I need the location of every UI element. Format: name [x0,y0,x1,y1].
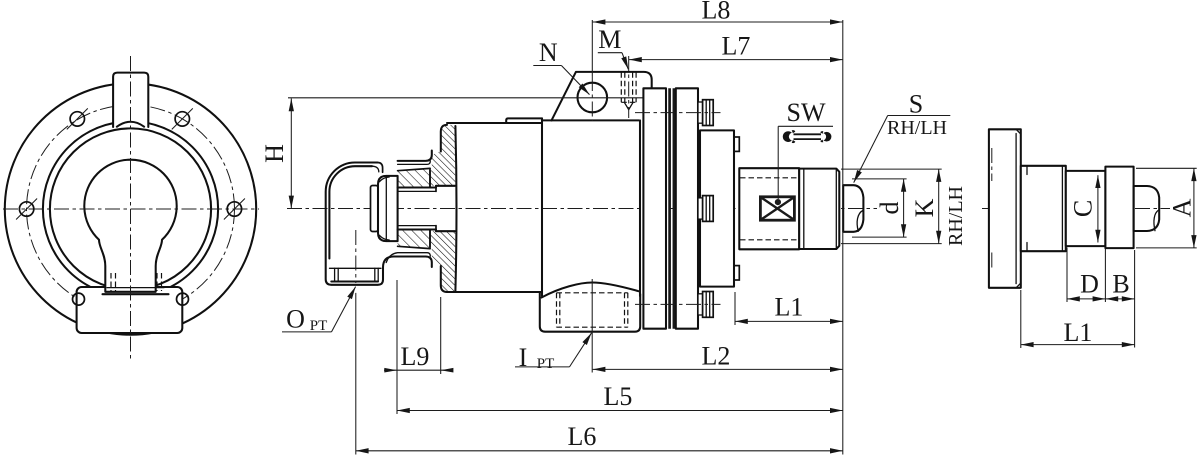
svg-text:RH/LH: RH/LH [945,186,967,246]
svg-text:L2: L2 [702,342,731,371]
svg-text:I: I [519,343,528,372]
svg-text:K: K [910,198,939,217]
svg-text:L1: L1 [1064,318,1093,347]
svg-text:A: A [1168,198,1197,217]
svg-text:d: d [875,202,904,215]
svg-text:M: M [598,25,621,54]
svg-text:L7: L7 [722,32,751,61]
svg-text:S: S [909,90,923,119]
svg-text:RH/LH: RH/LH [887,117,947,139]
svg-text:PT: PT [310,318,328,334]
svg-text:O: O [286,305,305,334]
svg-text:SW: SW [787,98,826,127]
svg-text:N: N [539,38,558,67]
svg-text:C: C [1069,200,1098,217]
svg-text:L5: L5 [604,382,633,411]
svg-text:L9: L9 [401,342,430,371]
svg-text:H: H [260,144,289,163]
svg-text:D: D [1080,270,1099,299]
svg-text:L6: L6 [568,422,597,451]
svg-text:L1: L1 [775,292,804,321]
svg-text:L8: L8 [702,0,731,25]
svg-text:B: B [1112,270,1129,299]
svg-text:PT: PT [537,356,555,372]
